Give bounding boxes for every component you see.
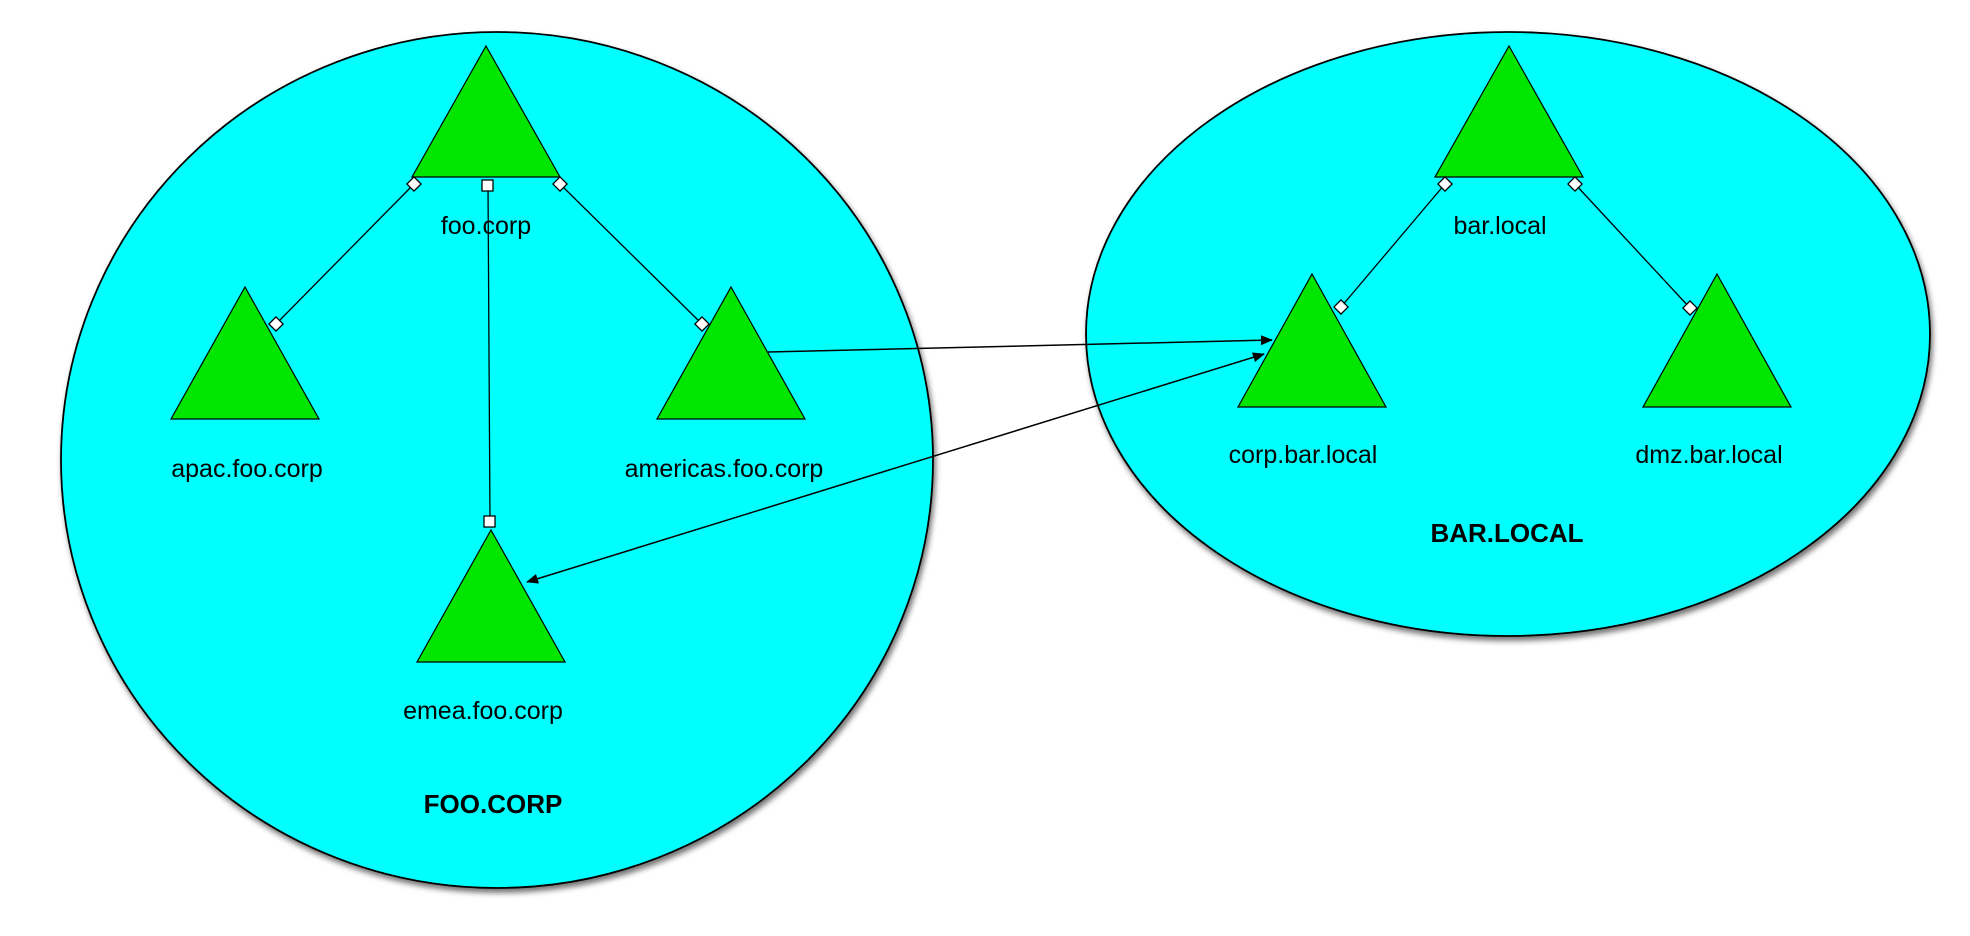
domain-label-corp-bar-local: corp.bar.local	[1229, 441, 1378, 469]
link-end-diamond-marker	[1682, 300, 1698, 316]
link-end-diamond-marker	[406, 176, 422, 192]
link-end-diamond-marker	[552, 176, 568, 192]
link-end-diamond-marker	[1567, 176, 1583, 192]
forest-bar-local[interactable]	[1085, 31, 1931, 637]
domain-label-americas-foo-corp: americas.foo.corp	[625, 455, 824, 483]
link-bar-local-corp	[1340, 183, 1446, 308]
link-foo-corp-americas	[559, 183, 703, 325]
link-foo-corp-emea	[487, 184, 491, 522]
domain-emea-foo-corp-triangle[interactable]	[415, 528, 567, 663]
link-end-diamond-marker	[694, 316, 710, 332]
domain-foo-corp-triangle[interactable]	[410, 44, 562, 178]
trust-arrow-americas-to-corp-bar-local[interactable]	[767, 335, 1273, 353]
trust-arrow-corp-bar-local-emea[interactable]	[526, 352, 1265, 584]
domain-dmz-bar-local-triangle[interactable]	[1641, 272, 1793, 408]
link-end-diamond-marker	[1437, 176, 1453, 192]
domain-corp-bar-local-triangle[interactable]	[1236, 272, 1388, 408]
domain-label-emea-foo-corp: emea.foo.corp	[403, 697, 563, 725]
link-bar-local-dmz	[1574, 183, 1691, 309]
forest-label-bar-local: BAR.LOCAL	[1430, 518, 1583, 548]
domain-apac-foo-corp-triangle[interactable]	[169, 285, 321, 420]
forest-label-foo-corp: FOO.CORP	[424, 789, 563, 819]
domain-label-dmz-bar-local: dmz.bar.local	[1635, 441, 1782, 469]
link-foo-corp-apac	[275, 183, 415, 325]
domain-label-foo-corp: foo.corp	[441, 212, 531, 240]
domain-bar-local-triangle[interactable]	[1433, 44, 1585, 178]
domain-label-apac-foo-corp: apac.foo.corp	[171, 455, 323, 483]
link-end-square-marker	[483, 515, 496, 528]
link-end-square-marker	[481, 179, 494, 192]
domain-label-bar-local: bar.local	[1453, 212, 1546, 240]
link-end-diamond-marker	[268, 316, 284, 332]
link-end-diamond-marker	[1333, 299, 1349, 315]
